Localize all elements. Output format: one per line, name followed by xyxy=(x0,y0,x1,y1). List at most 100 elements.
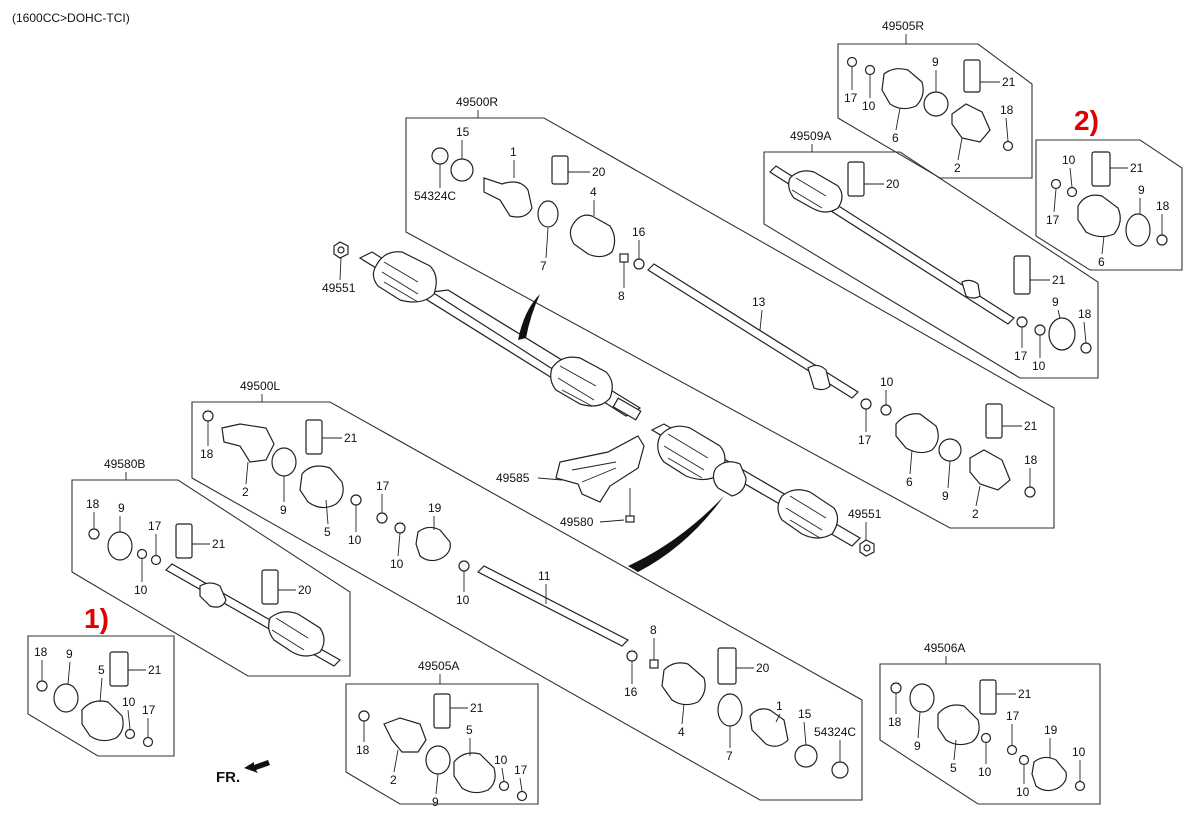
clamp-8-r xyxy=(619,253,629,263)
label-17-49506A: 17 xyxy=(1006,709,1020,723)
ring-17-49580B xyxy=(150,554,162,566)
clamp-9-c2 xyxy=(1125,213,1151,247)
label-21-l: 21 xyxy=(344,431,358,445)
label-18-c1: 18 xyxy=(34,645,48,659)
label-2-r: 2 xyxy=(972,507,979,521)
housing-2-49505A xyxy=(383,717,427,753)
label-18-49580B: 18 xyxy=(86,497,100,511)
clamp-9-49505A xyxy=(425,745,451,775)
label-21-49505A: 21 xyxy=(470,701,484,715)
label-49551-lower: 49551 xyxy=(848,507,882,521)
boot-5-l xyxy=(299,465,344,509)
ring-15-r xyxy=(450,158,474,182)
grease-20-r xyxy=(551,155,569,185)
label-5-49505A: 5 xyxy=(466,723,473,737)
label-17-49505R: 17 xyxy=(844,91,858,105)
main-shaft-upper xyxy=(358,251,642,421)
label-7-l: 7 xyxy=(726,749,733,763)
label-10-l-b: 10 xyxy=(390,557,404,571)
label-18-l: 18 xyxy=(200,447,214,461)
clamp-9-l xyxy=(271,447,297,477)
label-21-c2: 21 xyxy=(1130,161,1144,175)
label-21-c1: 21 xyxy=(148,663,162,677)
clamp-7-r xyxy=(537,200,559,228)
ring-18-49505A xyxy=(358,710,370,722)
boot-5-49506A xyxy=(937,704,980,746)
label-15-r: 15 xyxy=(456,125,470,139)
label-20-r: 20 xyxy=(592,165,606,179)
grease-21-49506A xyxy=(979,679,997,715)
clamp-9-49509A xyxy=(1048,317,1076,351)
label-49506A: 49506A xyxy=(924,641,965,655)
label-17-l: 17 xyxy=(376,479,390,493)
label-6-r: 6 xyxy=(906,475,913,489)
grease-21-49505R xyxy=(963,59,981,93)
label-9-49505A: 9 xyxy=(432,795,439,809)
label-5-c1: 5 xyxy=(98,663,105,677)
ring-54324C-l xyxy=(831,761,849,779)
ring-18-c1 xyxy=(36,680,48,692)
label-18-49506A: 18 xyxy=(888,715,902,729)
ring-17-49505R xyxy=(846,56,858,68)
ring-17-49506A xyxy=(1006,744,1018,756)
label-49551-upper: 49551 xyxy=(322,281,356,295)
label-17-c1: 17 xyxy=(142,703,156,717)
main-shaft-lower xyxy=(650,423,861,547)
clamp-9-c1 xyxy=(53,683,79,713)
label-9-49506A: 9 xyxy=(914,739,921,753)
ring-10-49509A xyxy=(1034,324,1046,336)
housing-2-l xyxy=(221,423,275,463)
ring-17-l xyxy=(376,512,388,524)
label-5-l: 5 xyxy=(324,525,331,539)
ring-17-c1 xyxy=(142,736,154,748)
damper-19-l xyxy=(415,526,451,562)
label-2-l: 2 xyxy=(242,485,249,499)
label-4-l: 4 xyxy=(678,725,685,739)
label-16-r: 16 xyxy=(632,225,646,239)
label-18-49509A: 18 xyxy=(1078,307,1092,321)
damper-19-49506A xyxy=(1031,756,1067,792)
ring-18-49506A xyxy=(890,682,902,694)
ring-16-r xyxy=(633,258,645,270)
label-16-l: 16 xyxy=(624,685,638,699)
ring-10-49506A-a xyxy=(980,732,992,744)
label-8-r: 8 xyxy=(618,289,625,303)
nut-49551-upper xyxy=(333,241,349,259)
ring-10-49580B xyxy=(136,548,148,560)
label-1-l: 1 xyxy=(776,699,783,713)
box-49580B-callout-1 xyxy=(27,635,175,757)
ring-15-l xyxy=(794,744,818,768)
ring-17-49509A xyxy=(1016,316,1028,328)
box-49506A xyxy=(879,663,1101,805)
label-4-r: 4 xyxy=(590,185,597,199)
ring-10-c1 xyxy=(124,728,136,740)
label-18-49505A: 18 xyxy=(356,743,370,757)
boot-5-49505A xyxy=(453,752,496,794)
shaft-11 xyxy=(476,565,630,647)
label-9-c1: 9 xyxy=(66,647,73,661)
ring-17-49505A xyxy=(516,790,528,802)
nut-49551-lower xyxy=(859,539,875,557)
joint-1-r xyxy=(483,177,533,218)
label-10-49506A-c: 10 xyxy=(1072,745,1086,759)
label-6-49505R: 6 xyxy=(892,131,899,145)
ring-18-r xyxy=(1024,486,1036,498)
boot-6-r xyxy=(895,413,939,454)
ring-54324C-r xyxy=(431,147,449,165)
clamp-9-49506A xyxy=(909,683,935,713)
bracket-49585 xyxy=(555,435,645,503)
label-9-49505R: 9 xyxy=(932,55,939,69)
box-49505R xyxy=(837,43,1033,179)
ring-18-l xyxy=(202,410,214,422)
grease-20-49509A xyxy=(847,161,865,197)
label-49505R: 49505R xyxy=(882,19,924,33)
label-2-49505R: 2 xyxy=(954,161,961,175)
ring-10-49505R xyxy=(864,64,876,76)
grease-21-c2 xyxy=(1091,151,1111,187)
label-21-49580B: 21 xyxy=(212,537,226,551)
label-10-r: 10 xyxy=(880,375,894,389)
bolt-49580 xyxy=(625,488,635,523)
ring-10-49505A xyxy=(498,780,510,792)
ring-10-49506A-b xyxy=(1018,754,1030,766)
box-49500R xyxy=(405,117,1055,529)
